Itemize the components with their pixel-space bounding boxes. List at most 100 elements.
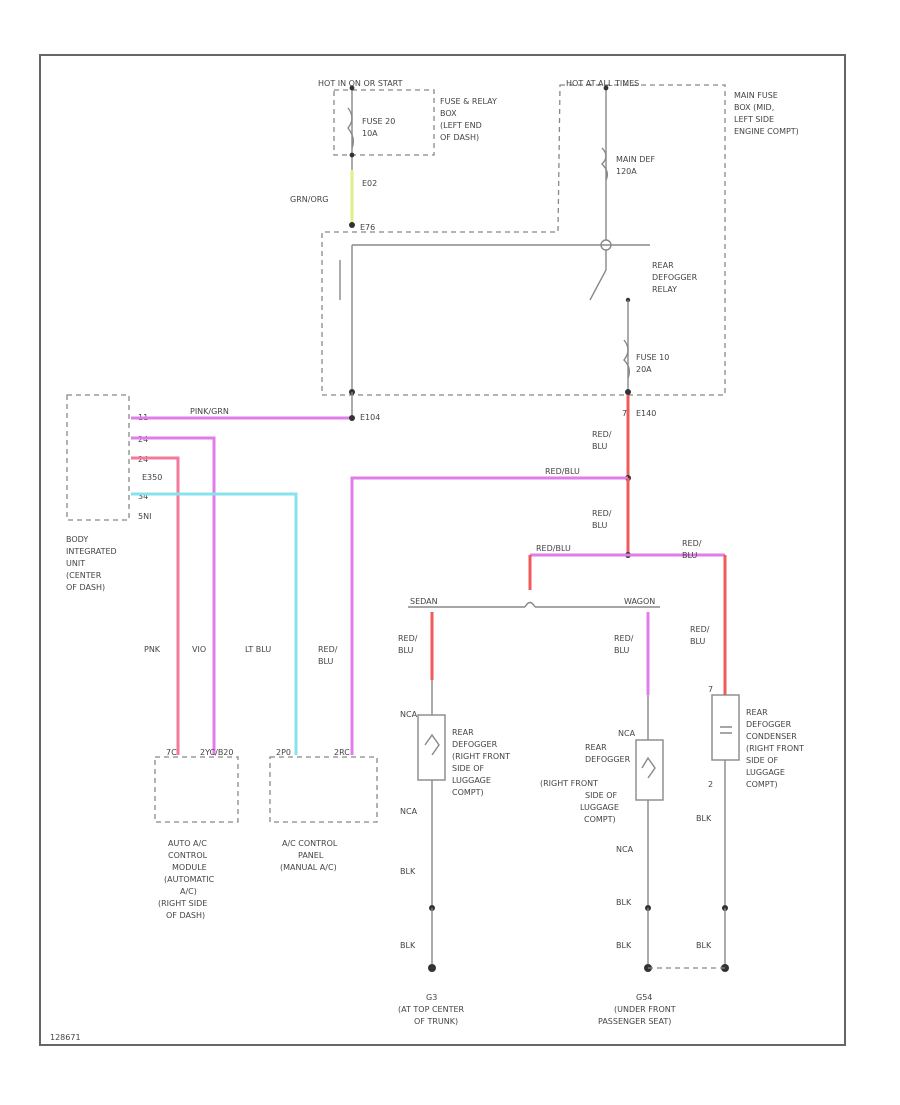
ground-g54-label-3: PASSENGER SEAT) bbox=[598, 1017, 671, 1026]
sedan-defogger-symbol bbox=[424, 733, 440, 756]
fuse10-label-1: FUSE 10 bbox=[636, 353, 669, 362]
main-def-fuse-symbol bbox=[601, 147, 609, 181]
main-fuse-box-label-1: MAIN FUSE bbox=[734, 91, 778, 100]
sedan-defogger-label-1: REAR bbox=[452, 728, 474, 737]
fuse20-label-2: 10A bbox=[362, 129, 378, 138]
blk-label-3: BLK bbox=[616, 898, 632, 907]
nca-label-1: NCA bbox=[400, 710, 418, 719]
auto-ac-label-1: AUTO A/C bbox=[168, 839, 207, 848]
blk-label-2: BLK bbox=[400, 941, 416, 950]
diagram-code: 128671 bbox=[50, 1033, 81, 1042]
wagon-defogger-element bbox=[635, 739, 664, 801]
nca-label-3: NCA bbox=[618, 729, 636, 738]
conn-e140-label: E140 bbox=[636, 409, 656, 418]
hot-all-label: HOT AT ALL TIMES bbox=[566, 79, 639, 88]
red-blu-label-wagon-a: RED/ bbox=[614, 634, 634, 643]
ground-g54-label-1: G54 bbox=[636, 993, 652, 1002]
main-def-label-1: MAIN DEF bbox=[616, 155, 655, 164]
ground-g3-label-1: G3 bbox=[426, 993, 437, 1002]
conn-e02-label: E02 bbox=[362, 179, 377, 188]
option-jumper bbox=[524, 601, 536, 608]
biu-label-1: BODY bbox=[66, 535, 88, 544]
red-blu-label-6a: RED/ bbox=[690, 625, 710, 634]
wagon-label: WAGON bbox=[624, 597, 655, 606]
conn-e76-label: E76 bbox=[360, 223, 375, 232]
red-blu-label-2b: BLU bbox=[318, 657, 334, 666]
node bbox=[603, 85, 609, 91]
auto-ac-label-5: A/C) bbox=[180, 887, 197, 896]
diagram-frame bbox=[39, 54, 846, 1046]
hot-start-label: HOT IN ON OR START bbox=[318, 79, 403, 88]
blk-label-5: BLK bbox=[696, 814, 712, 823]
body-integrated-unit-outline bbox=[66, 394, 130, 521]
ac-panel-label-2: PANEL bbox=[298, 851, 324, 860]
red-blu-label-3b: BLU bbox=[592, 521, 608, 530]
sedan-defogger-label-3: (RIGHT FRONT bbox=[452, 752, 510, 761]
sedan-defogger-element bbox=[417, 714, 446, 781]
blk-label-6: BLK bbox=[696, 941, 712, 950]
auto-ac-label-3: MODULE bbox=[172, 863, 207, 872]
main-fuse-box-label-2: BOX (MID, bbox=[734, 103, 774, 112]
auto-ac-label-2: CONTROL bbox=[168, 851, 208, 860]
fuse20-symbol bbox=[347, 107, 355, 149]
fuse-relay-box-label-3: (LEFT END bbox=[440, 121, 482, 130]
ac-panel-pin-2: 2RC bbox=[334, 748, 350, 757]
red-blu-label-1a: RED/ bbox=[592, 430, 612, 439]
relay-switch-arm bbox=[589, 250, 607, 301]
condenser-pin-1: 7 bbox=[708, 685, 713, 694]
ground-g3-icon bbox=[428, 964, 436, 972]
blk-label-1: BLK bbox=[400, 867, 416, 876]
pink-green-label: PINK/GRN bbox=[190, 407, 229, 416]
biu-label-2: INTEGRATED bbox=[66, 547, 117, 556]
red-blu-label-3a: RED/ bbox=[592, 509, 612, 518]
ac-panel-label-1: A/C CONTROL bbox=[282, 839, 338, 848]
condenser-label-7: COMPT) bbox=[746, 780, 778, 789]
wagon-defogger-label-5: LUGGAGE bbox=[580, 803, 619, 812]
nca-label-4: NCA bbox=[616, 845, 634, 854]
fuse20-label-1: FUSE 20 bbox=[362, 117, 395, 126]
ground-g3-label-2: (AT TOP CENTER bbox=[398, 1005, 465, 1014]
main-def-label-2: 120A bbox=[616, 167, 637, 176]
fuse10-symbol bbox=[623, 339, 631, 379]
red-blu-label-4b: BLU bbox=[682, 551, 698, 560]
main-fuse-box-label-4: ENGINE COMPT) bbox=[734, 127, 799, 136]
condenser-label-4: (RIGHT FRONT bbox=[746, 744, 804, 753]
auto-ac-pin-2: 2YC/B20 bbox=[200, 748, 234, 757]
gray-grn-label: GRN/ORG bbox=[290, 195, 329, 204]
pin7-label: 7 bbox=[622, 409, 627, 418]
red-blu-to-ac-panel bbox=[350, 476, 628, 755]
vio-label: VIO bbox=[192, 645, 206, 654]
biu-label-4: (CENTER bbox=[66, 571, 102, 580]
fuse10-label-2: 20A bbox=[636, 365, 652, 374]
fuse-relay-box-outline bbox=[333, 89, 435, 156]
sedan-defogger-label-4: SIDE OF bbox=[452, 764, 484, 773]
vio-wire bbox=[131, 436, 216, 755]
sedan-defogger-label-2: DEFOGGER bbox=[452, 740, 498, 749]
lt-blu-wire bbox=[131, 492, 298, 755]
auto-ac-pin-1: 7C bbox=[166, 748, 177, 757]
relay-label-2: DEFOGGER bbox=[652, 273, 698, 282]
fuse-relay-box-label-2: BOX bbox=[440, 109, 457, 118]
auto-ac-label-7: OF DASH) bbox=[166, 911, 205, 920]
condenser-label-3: CONDENSER bbox=[746, 732, 797, 741]
main-fuse-box-label-3: LEFT SIDE bbox=[734, 115, 774, 124]
condenser-label-5: SIDE OF bbox=[746, 756, 778, 765]
wagon-defogger-label-2: DEFOGGER bbox=[585, 755, 631, 764]
node bbox=[349, 222, 355, 228]
ground-g3-label-3: OF TRUNK) bbox=[414, 1017, 458, 1026]
red-blu-label-6b: BLU bbox=[690, 637, 706, 646]
auto-ac-label-4: (AUTOMATIC bbox=[164, 875, 215, 884]
red-blu-label-wagon-b: BLU bbox=[614, 646, 630, 655]
lt-blu-label: LT BLU bbox=[245, 645, 271, 654]
conn-e104-label: E104 bbox=[360, 413, 380, 422]
auto-ac-label-6: (RIGHT SIDE bbox=[158, 899, 207, 908]
pnk-wire bbox=[131, 456, 180, 755]
relay-label-1: REAR bbox=[652, 261, 674, 270]
red-blu-label-5b: BLU bbox=[398, 646, 414, 655]
blk-label-4: BLK bbox=[616, 941, 632, 950]
fuse-relay-box-label-1: FUSE & RELAY bbox=[440, 97, 497, 106]
biu-pin-6: 5NI bbox=[138, 512, 151, 521]
red-blu-h1-label: RED/BLU bbox=[545, 467, 580, 476]
red-blu-label-2a: RED/ bbox=[318, 645, 338, 654]
